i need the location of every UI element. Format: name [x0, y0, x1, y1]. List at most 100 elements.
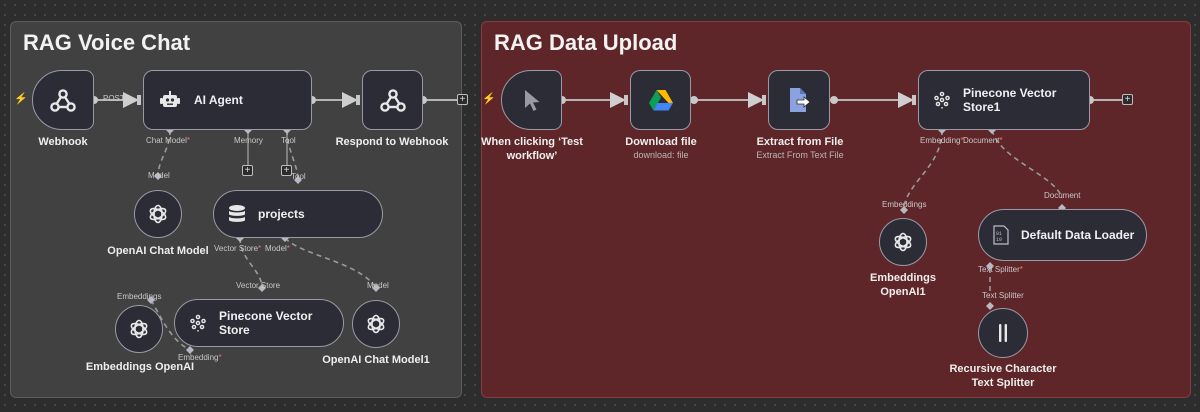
trigger-bolt-icon: ⚡ — [14, 93, 28, 105]
add-tool-button[interactable]: + — [281, 165, 292, 176]
openai-icon — [128, 318, 150, 340]
node-pinecone-vector-store[interactable]: Pinecone Vector Store — [174, 299, 344, 347]
port-label-vector-store-in: Vector Store — [236, 281, 281, 290]
label-line: OpenAI1 — [880, 286, 926, 298]
port-label-model-in: Model — [148, 171, 170, 180]
port-text-splitter-in — [986, 302, 994, 310]
node-label: Embeddings OpenAI — [85, 361, 195, 373]
connection-document — [991, 129, 1063, 199]
openai-icon — [892, 231, 914, 253]
google-drive-icon — [648, 89, 674, 112]
node-projects[interactable]: projects — [213, 190, 383, 238]
port-text-splitter — [986, 262, 994, 270]
label-line: Recursive Character — [949, 363, 1057, 375]
connection-vector-store — [239, 237, 263, 289]
node-sublabel: Extract From Text File — [756, 150, 844, 160]
port-vector-store-in — [258, 284, 266, 292]
port-label-tool-in: Tool — [291, 172, 306, 181]
node-sublabel: download: file — [633, 150, 689, 160]
port-label-post: POST — [103, 94, 125, 103]
node-ai-agent[interactable]: AI Agent — [143, 70, 312, 130]
node-label: When clicking ‘Test workflow’ — [474, 135, 590, 163]
webhook-icon — [379, 86, 407, 114]
openai-icon — [365, 313, 387, 335]
port-input — [912, 95, 916, 105]
node-pinecone-vector-store1[interactable]: Pinecone Vector Store1 — [918, 70, 1090, 130]
port-input — [356, 95, 360, 105]
group-title: RAG Data Upload — [494, 30, 678, 55]
port-model-in2 — [372, 284, 380, 292]
group-title: RAG Voice Chat — [23, 30, 191, 55]
add-memory-button[interactable]: + — [242, 165, 253, 176]
port-embedding — [186, 346, 194, 354]
stub-lines — [247, 130, 288, 165]
node-label: Recursive Character Text Splitter — [938, 362, 1068, 390]
node-webhook[interactable] — [32, 70, 94, 130]
port-label-text-splitter: Text Splitter* — [978, 265, 1023, 274]
node-label: OpenAI Chat Model — [107, 245, 209, 257]
node-recursive-character-text-splitter[interactable] — [978, 308, 1028, 358]
pinecone-icon — [189, 314, 207, 332]
text-splitter-icon — [997, 323, 1009, 343]
node-extract-from-file[interactable] — [768, 70, 830, 130]
node-label: OpenAI Chat Model1 — [322, 354, 430, 366]
node-label: Webhook — [38, 136, 88, 148]
node-label: Pinecone Vector Store — [219, 309, 313, 337]
node-label: Respond to Webhook — [335, 136, 449, 148]
label-line: Embeddings — [869, 272, 936, 284]
svg-text:10: 10 — [996, 237, 1002, 243]
port-input — [624, 95, 628, 105]
node-openai-chat-model1[interactable] — [352, 300, 400, 348]
add-node-button[interactable]: + — [1122, 94, 1133, 105]
connection-embedding — [150, 299, 191, 351]
port-label-document-in: Document — [1044, 191, 1081, 200]
label-line: Text Splitter — [971, 377, 1035, 389]
sub-connections — [150, 129, 1063, 351]
port-label-embedding2: Embedding* — [920, 136, 964, 145]
port-label-chat-model: Chat Model* — [146, 136, 191, 145]
port-label-text-splitter-in: Text Splitter — [982, 291, 1024, 300]
node-label: Download file — [625, 136, 697, 148]
node-manual-trigger[interactable] — [501, 70, 562, 130]
svg-text:01: 01 — [996, 231, 1002, 237]
port-model-in — [154, 172, 162, 180]
node-default-data-loader[interactable]: 01 10 Default Data Loader — [978, 209, 1147, 261]
connection-embedding2 — [903, 129, 943, 207]
database-icon — [228, 204, 246, 224]
binary-file-icon: 01 10 — [993, 225, 1009, 245]
port-label-memory: Memory — [234, 136, 263, 145]
webhook-icon — [49, 86, 77, 114]
pinecone-icon — [933, 91, 951, 109]
node-label: AI Agent — [194, 93, 243, 107]
node-embeddings-openai1[interactable] — [879, 218, 927, 266]
node-download-file[interactable] — [630, 70, 691, 130]
port-label-model-in2: Model — [367, 281, 389, 290]
connection-chat-model — [157, 129, 171, 177]
trigger-bolt-icon: ⚡ — [482, 93, 496, 105]
port-label-embeddings-in: Embeddings — [117, 292, 162, 301]
connection-model — [284, 237, 377, 289]
node-label: Embeddings OpenAI1 — [858, 271, 948, 299]
cursor-icon — [522, 88, 542, 112]
port-label-tool: Tool — [281, 136, 296, 145]
port-label-document: Document* — [963, 136, 1003, 145]
port-label-model: Model* — [265, 244, 290, 253]
port-embeddings-in — [147, 296, 155, 304]
robot-icon — [158, 88, 182, 112]
port-embeddings-in2 — [900, 206, 908, 214]
port-output — [690, 96, 698, 104]
node-label: Default Data Loader — [1021, 228, 1135, 242]
node-openai-chat-model[interactable] — [134, 190, 182, 238]
extract-file-icon — [787, 87, 811, 113]
add-node-button[interactable]: + — [457, 94, 468, 105]
label-line: workflow’ — [506, 150, 558, 162]
node-label: Pinecone Vector Store1 — [963, 86, 1057, 114]
port-input — [762, 95, 766, 105]
port-tool-in — [294, 176, 302, 184]
port-label-embeddings-in2: Embeddings — [882, 200, 927, 209]
port-label-vector-store: Vector Store* — [214, 244, 262, 253]
node-embeddings-openai[interactable] — [115, 305, 163, 353]
node-respond-to-webhook[interactable] — [362, 70, 423, 130]
node-label: Extract from File — [756, 136, 844, 148]
port-output — [830, 96, 838, 104]
